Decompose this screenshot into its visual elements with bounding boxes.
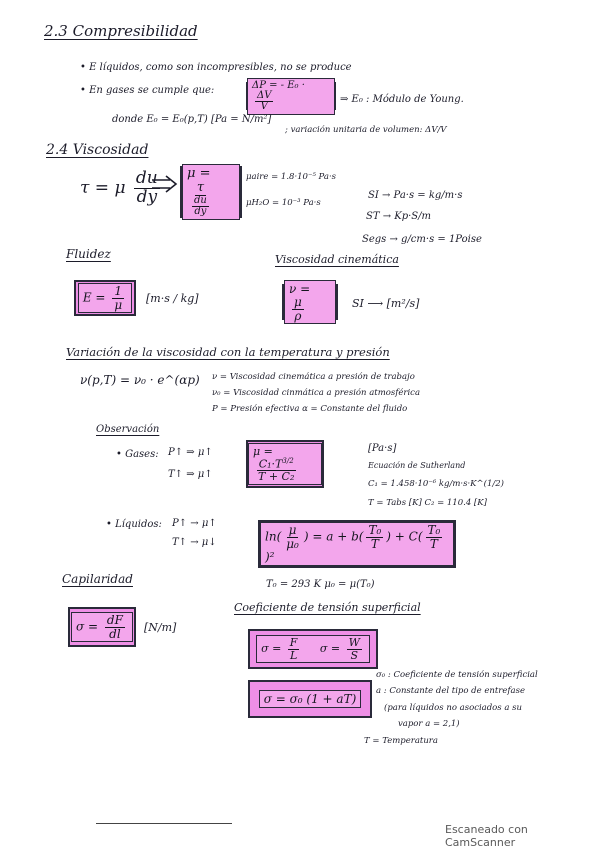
variacion-title: Variación de la viscosidad con la temper… <box>66 345 390 359</box>
liquidos-pressure-rule: P↑ → μ↑ <box>172 518 217 529</box>
section-title-viscosidad: 2.4 Viscosidad <box>46 142 149 158</box>
observacion-title: Observación <box>96 424 160 435</box>
tension-title: Coeficiente de tensión superficial <box>234 601 421 614</box>
segs-units: Segs → g/cm·s = 1Poise <box>362 234 482 245</box>
gases-temperature-rule: T↑ ⇒ μ↑ <box>168 469 213 480</box>
tension-note-2: a : Constante del tipo de entrefase <box>376 686 525 696</box>
footer-rule <box>96 823 232 824</box>
liquidos-label: • Líquidos: <box>106 519 162 530</box>
sutherland-units: [Pa·s] <box>368 443 397 454</box>
tension-note-4: vapor a = 2,1) <box>398 719 460 729</box>
section-title-compresibilidad: 2.3 Compresibilidad <box>44 22 198 40</box>
liquidos-temperature-rule: T↑ → μ↓ <box>172 537 217 548</box>
compresibilidad-bullet-liquidos: • E líquidos, como son incompresibles, n… <box>80 62 352 73</box>
si-units: SI → Pa·s = kg/m·s <box>368 190 463 201</box>
sutherland-tabs: T = Tabs [K] C₂ = 110.4 [K] <box>368 498 487 508</box>
volume-variation-note: ; variación unitaria de volumen: ΔV/V <box>285 125 447 135</box>
capilaridad-title: Capilaridad <box>62 572 133 586</box>
compresibilidad-bullet-gases: • En gases se cumple que: <box>80 85 215 96</box>
tension-note-1: σ₀ : Coeficiente de tensión superficial <box>376 670 538 680</box>
cinematica-title: Viscosidad cinemática <box>275 253 399 266</box>
donde-expression: donde E₀ = E₀(p,T) [Pa = N/m²] <box>112 114 272 125</box>
implies-arrow-icon <box>152 175 178 193</box>
fluidez-title: Fluidez <box>66 247 111 261</box>
tension-note-5: T = Temperatura <box>364 736 438 746</box>
st-units: ST → Kp·S/m <box>366 211 432 222</box>
gases-label: • Gases: <box>116 449 159 460</box>
gases-pressure-rule: P↑ ⇒ μ↑ <box>168 447 213 458</box>
variacion-def-2: ν₀ = Viscosidad cinmática a presión atmo… <box>212 388 421 398</box>
mu-aire-value: μaire = 1.8·10⁻⁵ Pa·s <box>246 172 337 182</box>
cinematica-si-unit: SI ⟶ [m²/s] <box>352 297 420 310</box>
variacion-def-1: ν = Viscosidad cinemática a presión de t… <box>212 372 415 382</box>
reference-temperature: T₀ = 293 K μ₀ = μ(T₀) <box>266 579 375 590</box>
variacion-def-3: P = Presión efectiva α = Constante del f… <box>212 404 408 414</box>
young-modulus-note: ⇒ E₀ : Módulo de Young. <box>340 94 464 105</box>
mu-water-value: μH₂O = 10⁻³ Pa·s <box>246 198 321 208</box>
variacion-formula: ν(p,T) = ν₀ · e^(αp) <box>80 373 200 387</box>
sutherland-c1: C₁ = 1.458·10⁻⁶ kg/m·s·K^(1/2) <box>368 479 504 489</box>
scanner-watermark: Escaneado con CamScanner <box>445 823 528 849</box>
fluidez-unit: [m·s / kg] <box>146 292 199 305</box>
capilaridad-unit: [N/m] <box>144 621 177 634</box>
sutherland-label: Ecuación de Sutherland <box>368 461 466 470</box>
tension-note-3: (para líquidos no asociados a su <box>384 703 522 713</box>
tension-box-temperature: σ = σ₀ (1 + aT) <box>248 680 372 718</box>
